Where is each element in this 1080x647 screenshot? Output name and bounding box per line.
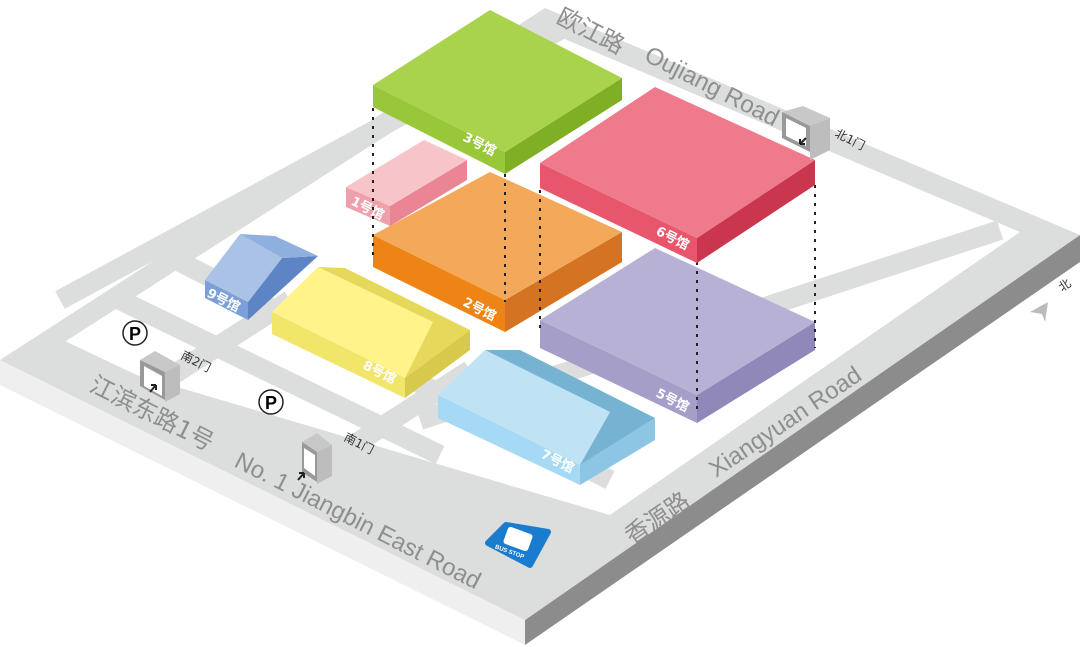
hall-1[interactable]: 1号馆 bbox=[346, 140, 467, 226]
hall-5[interactable]: 5号馆 bbox=[540, 248, 815, 423]
bus-stop-icon: BUS STOP bbox=[485, 522, 551, 568]
hall-9[interactable]: 9号馆 bbox=[204, 234, 318, 320]
arrow-icon bbox=[799, 137, 807, 145]
parking-icon: P bbox=[122, 320, 148, 346]
hall-6[interactable]: 6号馆 bbox=[540, 87, 815, 263]
north-arrow-icon bbox=[1030, 302, 1048, 322]
hall-8[interactable]: 8号馆 bbox=[272, 267, 470, 398]
hall-3[interactable]: 3号馆 bbox=[373, 10, 622, 174]
compass-label: 北 bbox=[1056, 276, 1074, 294]
parking-icon: P bbox=[258, 389, 284, 415]
hall-7[interactable]: 7号馆 bbox=[438, 350, 655, 485]
svg-text:P: P bbox=[129, 324, 141, 344]
svg-text:P: P bbox=[265, 393, 277, 413]
projection-lines bbox=[372, 108, 816, 410]
arrow-icon bbox=[149, 384, 157, 393]
arrow-icon bbox=[297, 472, 305, 481]
